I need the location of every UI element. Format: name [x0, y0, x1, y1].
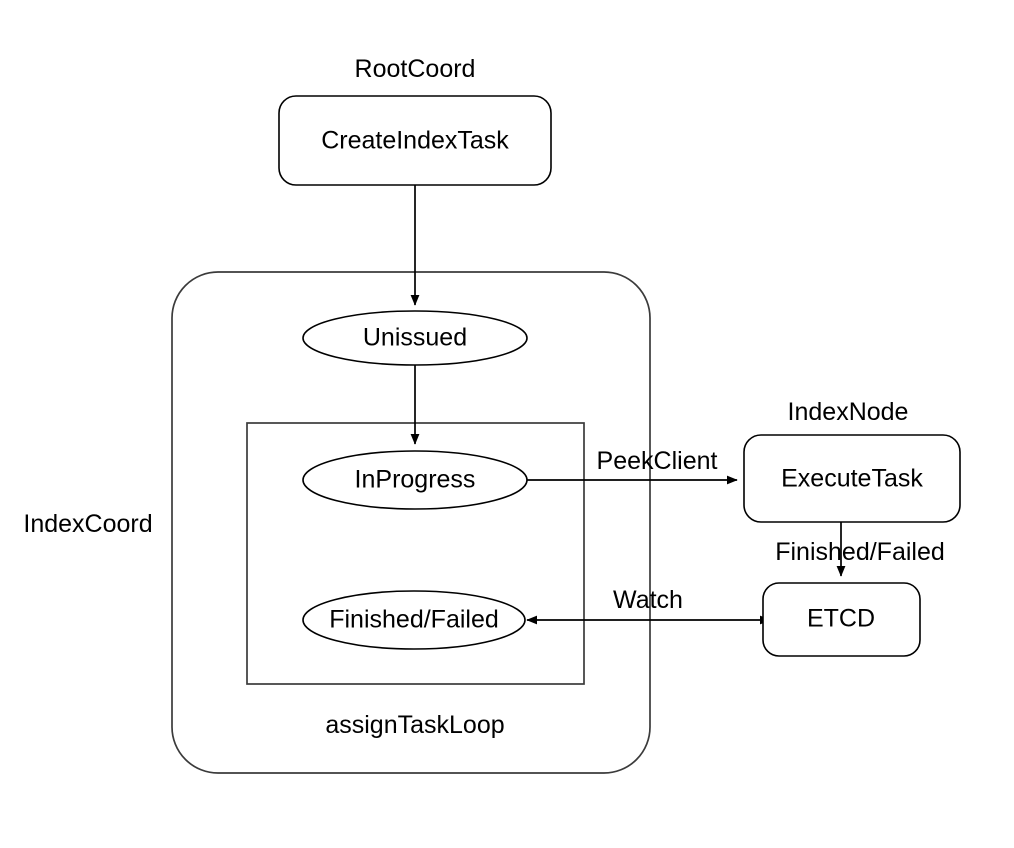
edge-label-finished-failed: Finished/Failed — [775, 538, 945, 566]
node-execute-task-shape[interactable] — [743, 434, 961, 523]
node-finished-failed-state-shape[interactable] — [302, 590, 526, 650]
node-create-index-task-label: CreateIndexTask — [321, 127, 509, 155]
node-in-progress-shape[interactable] — [302, 450, 528, 510]
node-in-progress-label: InProgress — [355, 466, 476, 494]
node-create-index-task-shape[interactable] — [278, 95, 552, 186]
group-label-assigntaskloop: assignTaskLoop — [325, 711, 504, 739]
node-execute-task[interactable]: ExecuteTask — [743, 434, 961, 523]
node-create-index-task[interactable]: CreateIndexTask — [278, 95, 552, 186]
node-finished-failed-state[interactable]: Finished/Failed — [302, 590, 526, 650]
group-label-indexcoord: IndexCoord — [23, 510, 152, 538]
node-in-progress[interactable]: InProgress — [302, 450, 528, 510]
node-etcd-label: ETCD — [807, 605, 875, 633]
node-etcd[interactable]: ETCD — [762, 582, 921, 657]
node-etcd-shape[interactable] — [762, 582, 921, 657]
group-container-indexcoord — [171, 271, 651, 774]
edge-label-watch: Watch — [613, 586, 683, 614]
node-execute-task-label: ExecuteTask — [781, 465, 923, 493]
node-unissued[interactable]: Unissued — [302, 310, 528, 366]
node-unissued-label: Unissued — [363, 324, 467, 352]
group-label-indexnode: IndexNode — [788, 398, 909, 426]
node-finished-failed-state-label: Finished/Failed — [329, 606, 499, 634]
group-label-rootcoord: RootCoord — [355, 55, 476, 83]
edge-label-peekclient: PeekClient — [597, 447, 718, 475]
node-unissued-shape[interactable] — [302, 310, 528, 366]
